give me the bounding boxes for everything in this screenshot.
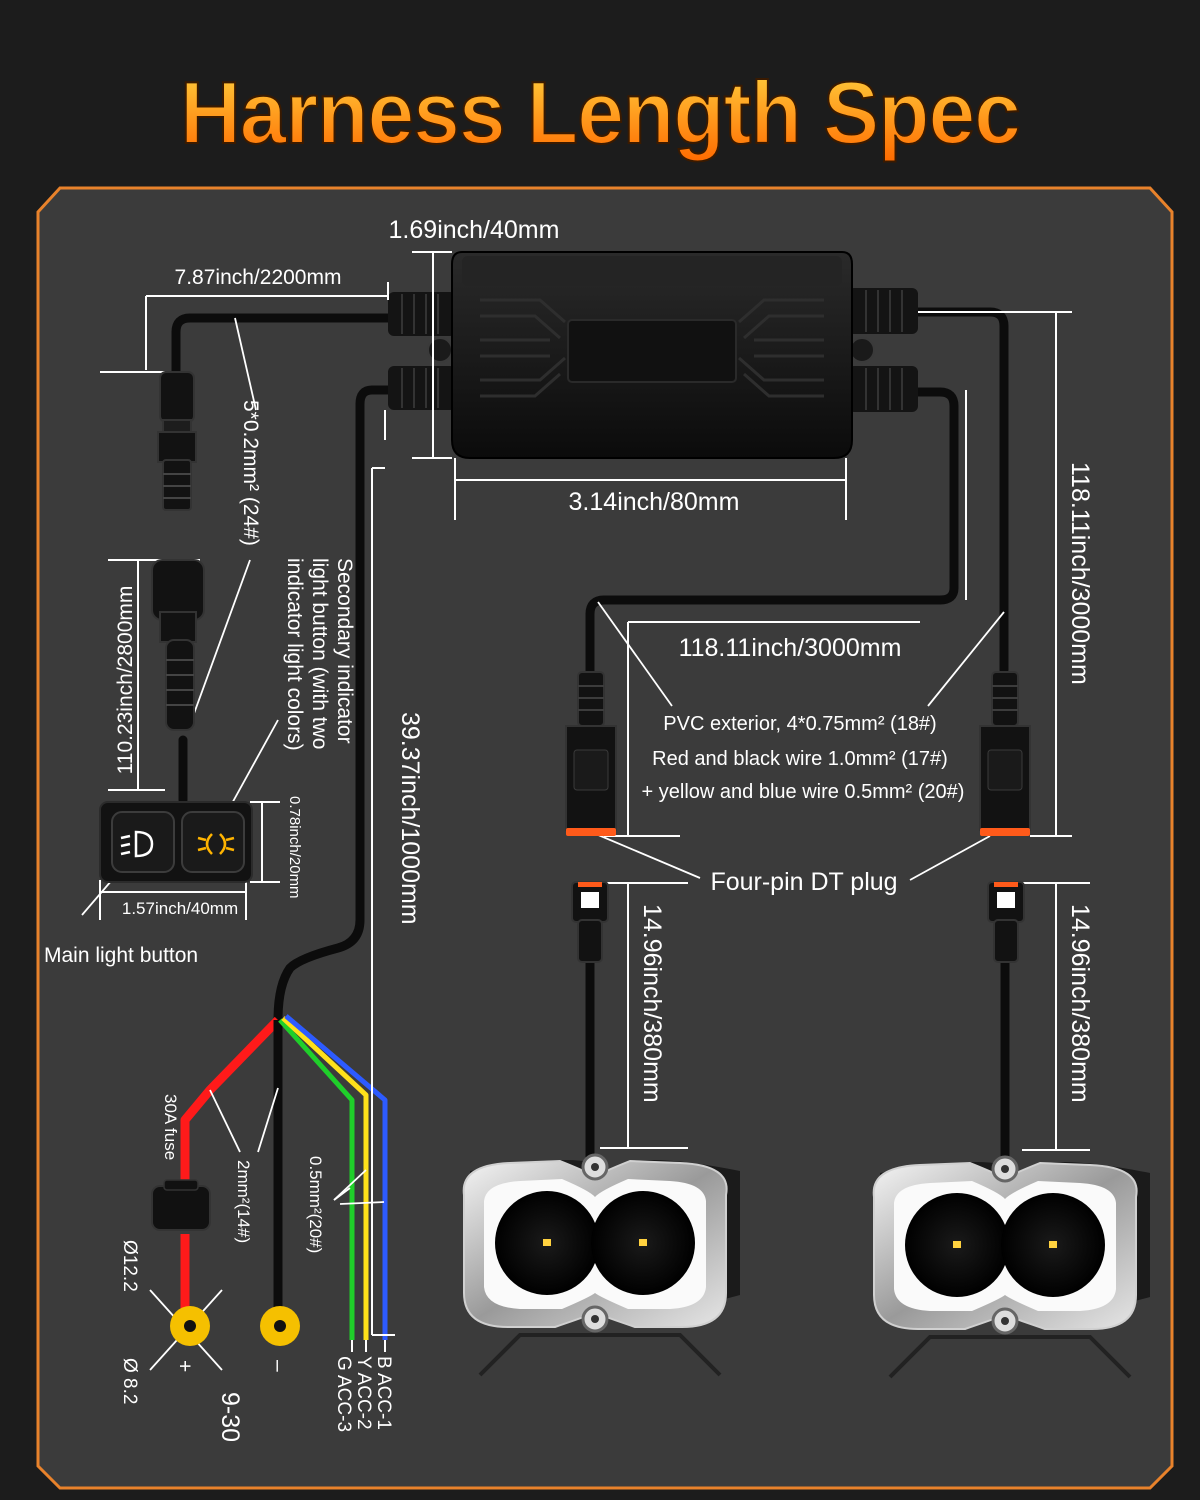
box-width-label: 3.14inch/80mm	[569, 488, 740, 516]
ring-terminal-icon	[170, 1306, 300, 1346]
fuse-label: 30A fuse	[161, 1094, 180, 1160]
ring-neg-label: Ø 8.2	[119, 1358, 140, 1404]
wire-spec-line-2: Red and black wire 1.0mm² (17#)	[652, 748, 948, 770]
switch-cable-label: 110.23inch/2800mm	[114, 586, 137, 775]
fanout-wires	[180, 1014, 388, 1352]
switch-height-label: 0.78inch/20mm	[286, 796, 303, 899]
voltage-label: 9-30	[216, 1392, 244, 1442]
dt-plug-icon	[565, 671, 1031, 963]
ring-pos-label: Ø12.2	[119, 1240, 140, 1292]
wire-spec-line-3: + yellow and blue wire 0.5mm² (20#)	[642, 781, 965, 803]
secondary-button-line-1: Secondary indicator	[333, 558, 356, 744]
dimension-labels: 1.69inch/40mm 7.87inch/2200mm 3.14inch/8…	[44, 216, 1094, 1442]
pointer-lines	[81, 317, 1005, 1371]
control-box-icon	[388, 251, 918, 459]
page-title: Harness Length Spec	[180, 64, 1020, 162]
switch-width-label: 1.57inch/40mm	[122, 899, 238, 918]
fuse-icon[interactable]	[151, 1179, 211, 1231]
dt-plug-label: Four-pin DT plug	[710, 868, 897, 896]
headlight-icon	[120, 830, 154, 858]
secondary-light-button[interactable]	[181, 811, 245, 873]
power-cable-label: 39.37inch/1000mm	[396, 712, 424, 925]
secondary-button-line-3: indicator light colors)	[283, 558, 306, 751]
light-cable-left-label: 14.96inch/380mm	[638, 904, 666, 1103]
secondary-button-line-2: light button (with two	[308, 558, 331, 749]
plus-label: +	[173, 1360, 196, 1372]
light-cable-right-label: 14.96inch/380mm	[1066, 904, 1094, 1103]
acc1-label: B ACC-1	[373, 1356, 394, 1430]
switch-icon[interactable]	[99, 801, 253, 883]
top-wire-label: 7.87inch/2200mm	[175, 266, 342, 289]
switch-connector-icon	[151, 371, 205, 731]
wire-gauge-switch-label: 5*0.2mm² (24#)	[239, 400, 262, 546]
dimension-lines	[99, 251, 1090, 1336]
main-light-button[interactable]	[111, 811, 175, 873]
main-button-label: Main light button	[44, 944, 198, 967]
signal-gauge-label: 0.5mm²(20#)	[306, 1156, 325, 1253]
indicator-light-icon	[197, 833, 235, 855]
light-pod-icon	[462, 1153, 1150, 1379]
acc3-label: G ACC-3	[333, 1356, 354, 1432]
box-height-label: 1.69inch/40mm	[389, 216, 560, 244]
wire-spec-line-1: PVC exterior, 4*0.75mm² (18#)	[663, 713, 936, 735]
acc2-label: Y ACC-2	[353, 1356, 374, 1430]
power-gauge-label: 2mm²(14#)	[234, 1160, 253, 1243]
right-cable-label: 118.11inch/3000mm	[1066, 462, 1094, 685]
minus-label: –	[267, 1360, 290, 1372]
middle-cable-label: 118.11inch/3000mm	[679, 634, 902, 662]
